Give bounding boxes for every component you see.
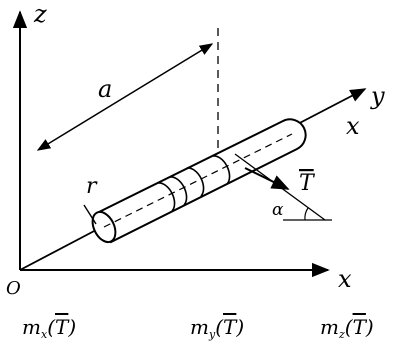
force-line-of-action	[234, 153, 326, 221]
label-x-top: x	[346, 112, 360, 140]
y-axis-tip	[289, 88, 367, 129]
label-origin: O	[6, 278, 21, 299]
cylinder-band-1	[157, 182, 176, 212]
dimension-a-arrow	[36, 43, 214, 151]
alpha-arc	[304, 207, 309, 221]
force-T-arrow	[244, 167, 290, 190]
label-alpha: α	[272, 200, 284, 220]
cylinder-band-2	[169, 176, 188, 206]
cylinder-band-4	[212, 155, 231, 185]
label-T: T	[299, 171, 316, 196]
radius-line	[83, 204, 97, 225]
moment-x: mx(T)	[22, 315, 77, 341]
label-a: a	[98, 75, 112, 103]
cylinder-band-3	[186, 167, 205, 197]
label-z: z	[33, 0, 47, 28]
label-r: r	[86, 174, 98, 199]
label-y: y	[370, 82, 385, 110]
moment-y: my(T)	[190, 315, 245, 341]
label-x-bottom: x	[338, 265, 352, 293]
moment-z: mz(T)	[320, 315, 374, 341]
cylinder-axis-dashed	[103, 133, 293, 228]
y-axis-solid	[19, 228, 99, 271]
